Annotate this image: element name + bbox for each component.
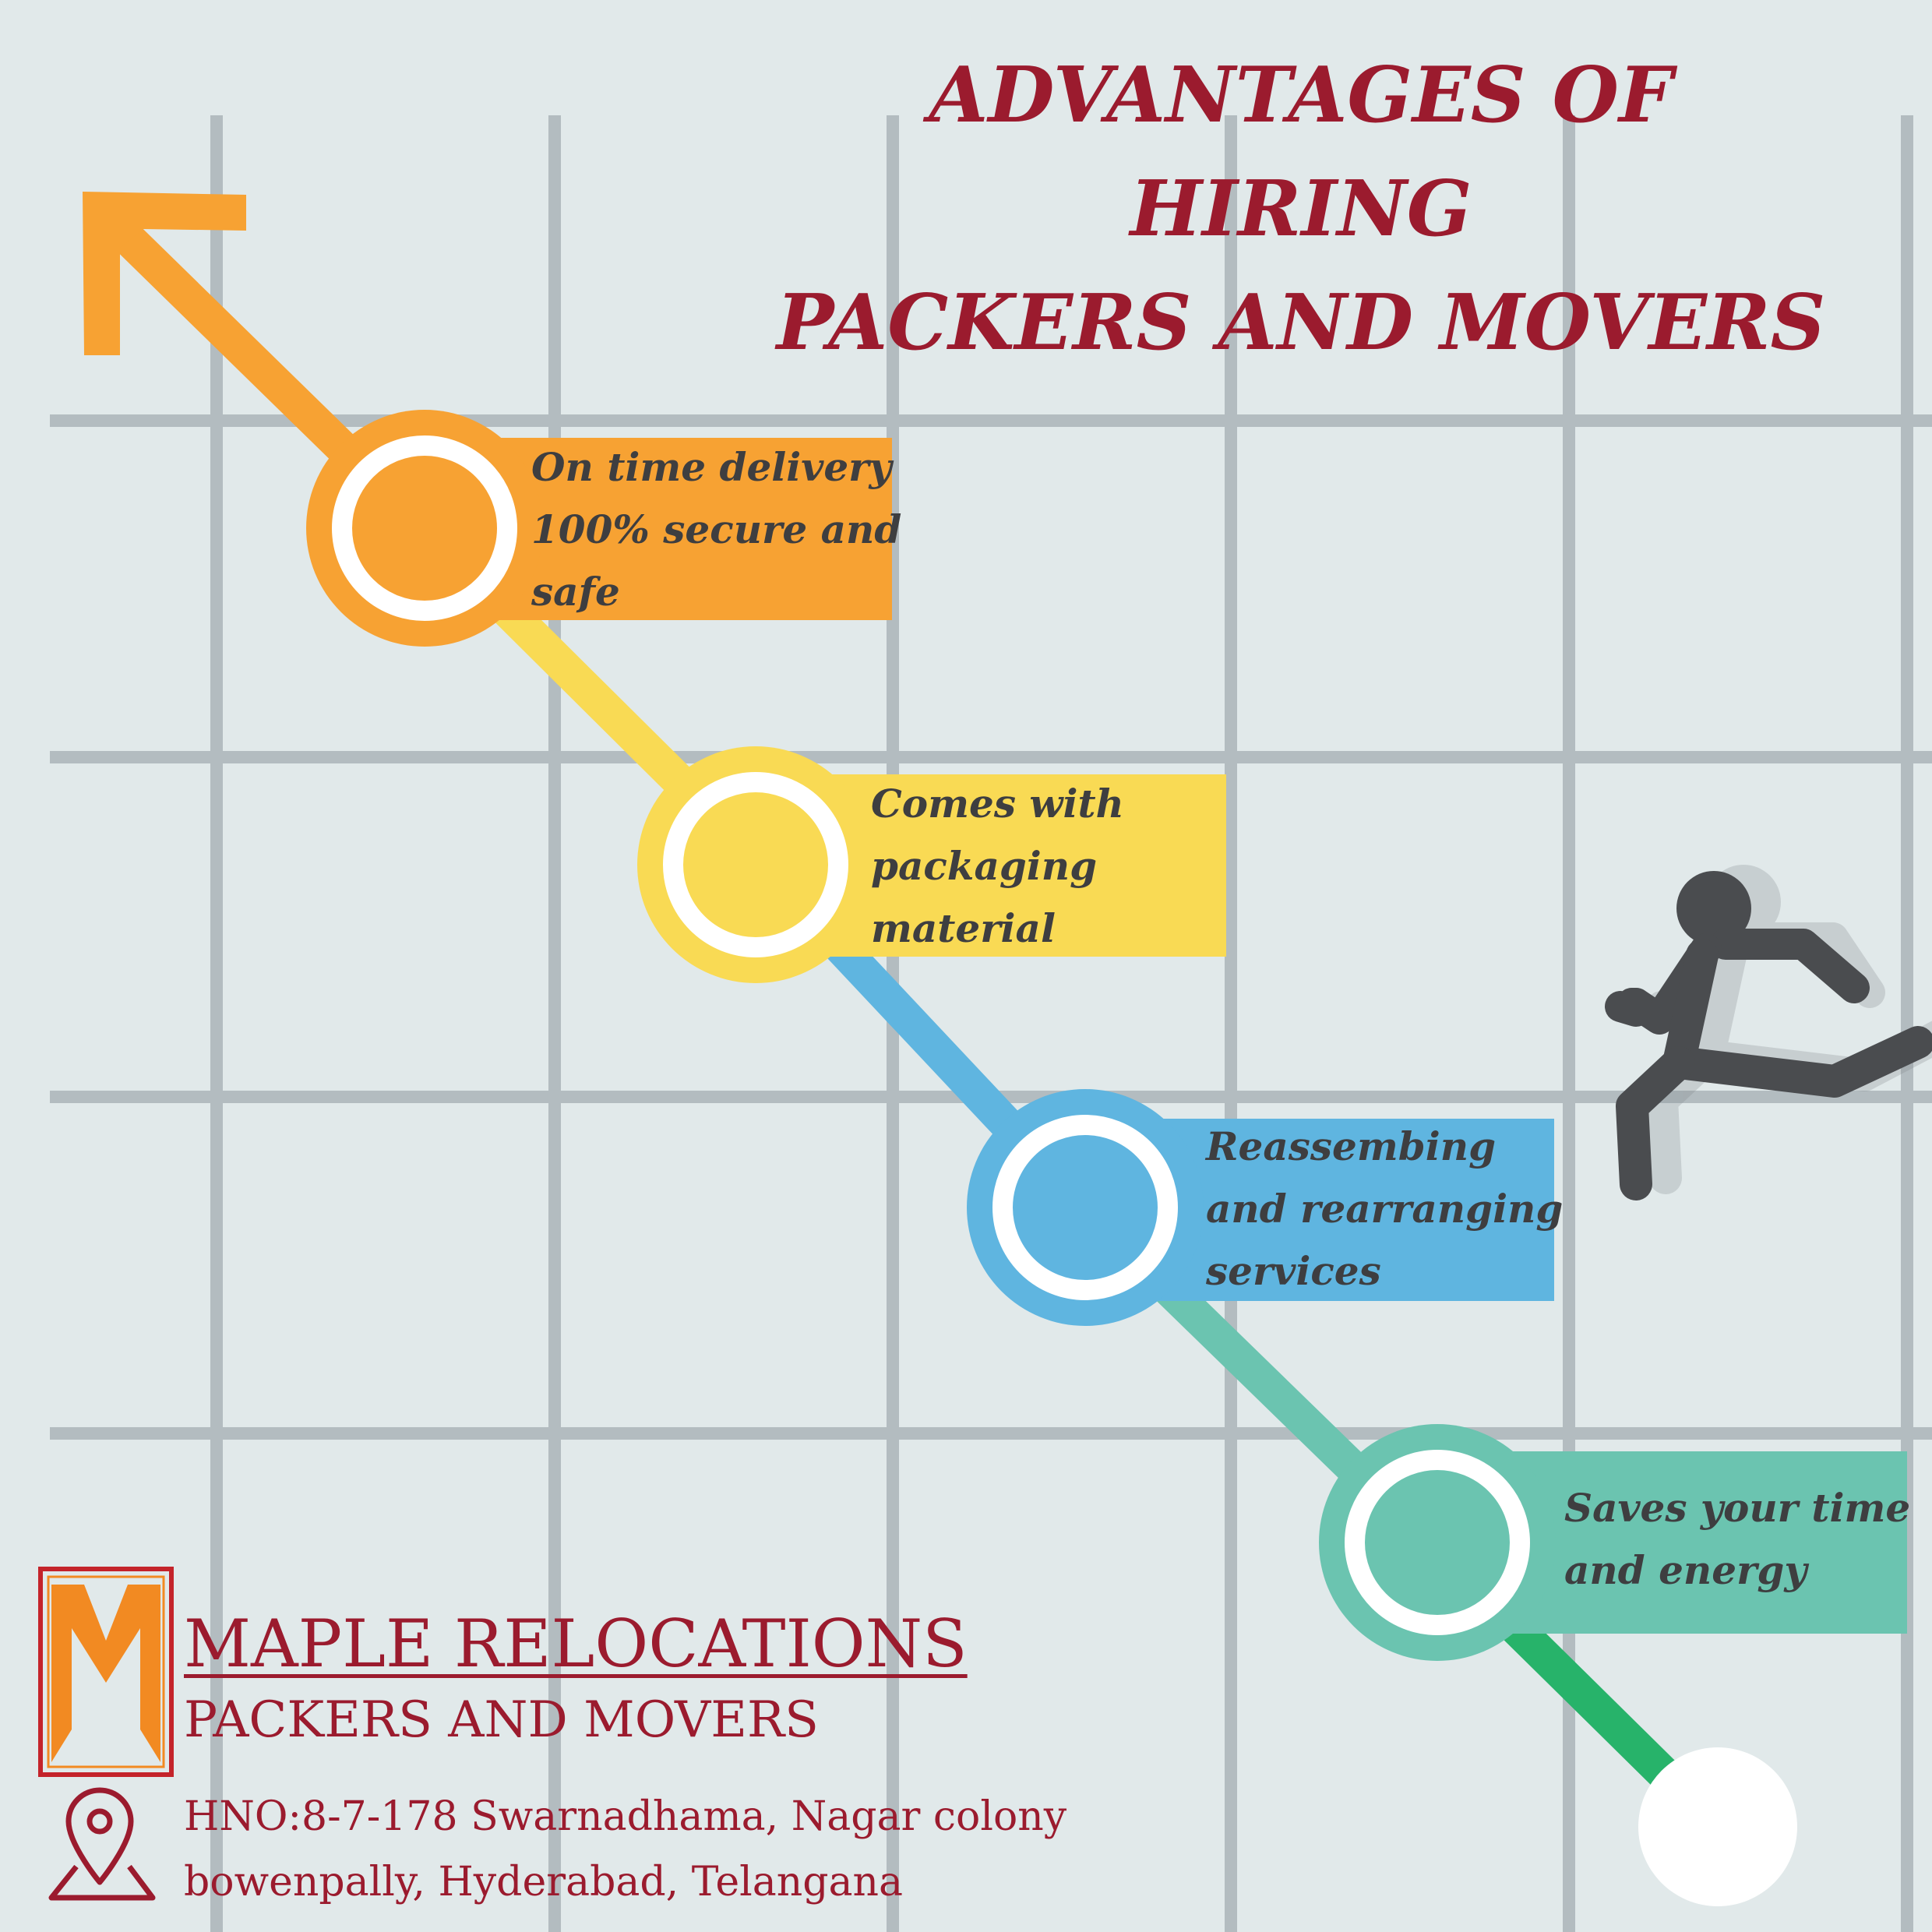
step-label-2: Comes with packaging material: [871, 773, 1124, 960]
end-node: [1638, 1747, 1797, 1906]
step-2-line-2: packaging: [871, 843, 1098, 889]
location-pin-icon: [48, 1787, 156, 1901]
step-4-line-1: Saves your time: [1564, 1485, 1911, 1531]
label-box-2: [810, 774, 1226, 957]
address-line-2: bowenpally, Hyderabad, Telangana: [184, 1859, 904, 1906]
address-line-1: HNO:8-7-178 Swarnadhama, Nagar colony: [184, 1793, 1067, 1840]
step-4-line-2: and energy: [1564, 1547, 1807, 1593]
running-person-icon: [1605, 865, 1932, 1200]
label-box-3: [1137, 1119, 1554, 1301]
page-title: ADVANTAGES OF HIRING PACKERS AND MOVERS: [748, 39, 1854, 380]
step-3-line-3: services: [1206, 1248, 1381, 1294]
brand-name: MAPLE RELOCATIONS: [184, 1606, 968, 1682]
step-node-1: [306, 410, 543, 647]
step-1-line-3: safe: [531, 569, 620, 615]
step-label-4: Saves your time and energy: [1564, 1477, 1910, 1602]
step-1-line-2: 100% secure and: [531, 506, 902, 552]
step-1-line-1: On time delivery: [531, 444, 892, 490]
step-2-line-1: Comes with: [871, 781, 1124, 827]
step-3-line-1: Reassembing: [1206, 1123, 1497, 1169]
step-node-3: [967, 1089, 1204, 1326]
maple-m-logo: [38, 1567, 174, 1777]
step-label-3: Reassembing and rearranging services: [1206, 1116, 1563, 1303]
step-3-line-2: and rearranging: [1206, 1186, 1564, 1232]
step-node-2: [637, 746, 874, 983]
step-label-1: On time delivery 100% secure and safe: [531, 436, 901, 623]
step-2-line-3: material: [871, 905, 1056, 951]
title-line-3: PACKERS AND MOVERS: [776, 278, 1826, 368]
arrow-up-left-icon: [83, 192, 246, 355]
title-line-2: HIRING: [1130, 164, 1472, 254]
address: HNO:8-7-178 Swarnadhama, Nagar colony bo…: [184, 1784, 1066, 1915]
title-line-1: ADVANTAGES OF: [929, 51, 1673, 140]
brand-subtitle: PACKERS AND MOVERS: [184, 1691, 819, 1749]
step-node-4: [1319, 1424, 1556, 1661]
